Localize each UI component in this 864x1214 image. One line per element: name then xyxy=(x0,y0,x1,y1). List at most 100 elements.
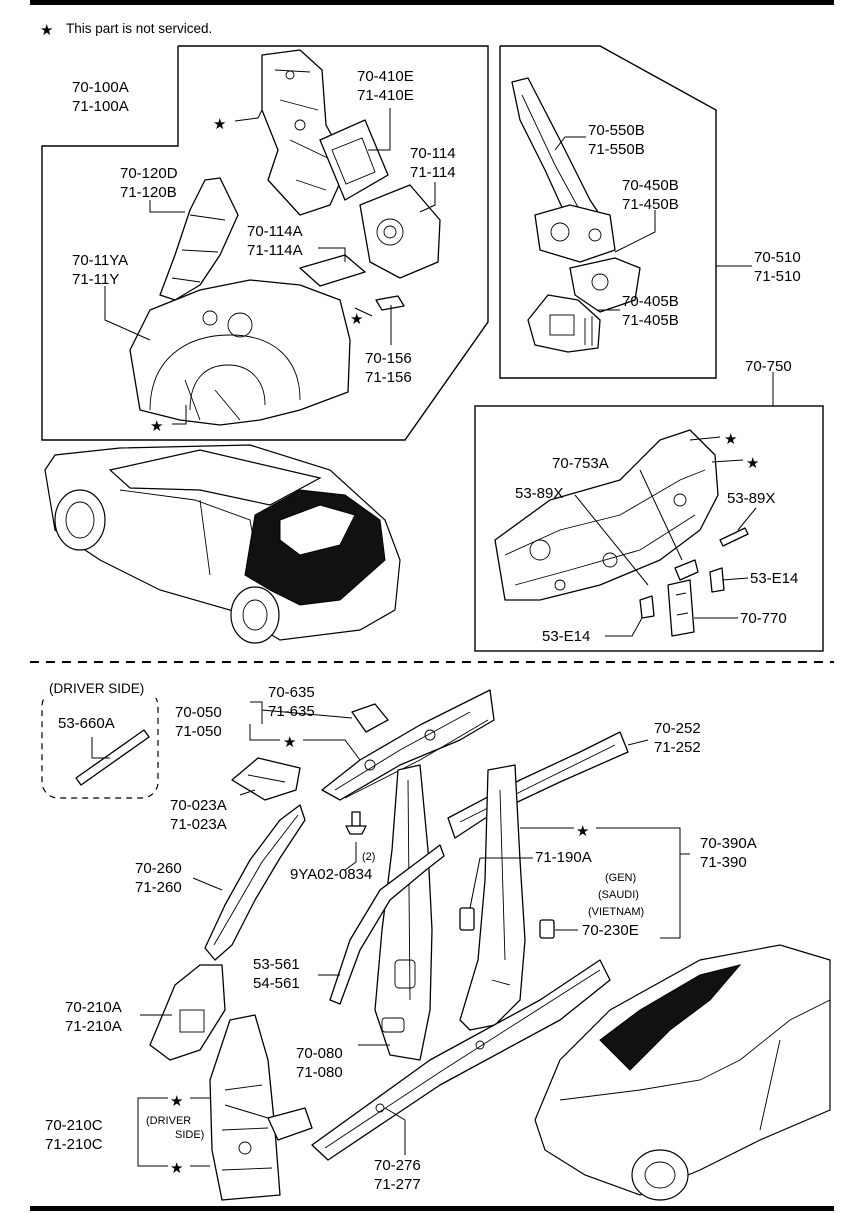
part-rear-panel-750 xyxy=(494,429,719,601)
part-label: 71-277 xyxy=(374,1176,421,1193)
part-roof-rail-050 xyxy=(321,689,495,801)
part-pillar-260 xyxy=(204,804,306,961)
part-label: 71-260 xyxy=(135,879,182,896)
part-label: 71-114 xyxy=(410,164,456,181)
car-rear-illustration xyxy=(44,444,401,644)
part-label: 70-230E xyxy=(582,922,639,939)
bottom-rule xyxy=(30,1206,834,1211)
part-label: (VIETNAM) xyxy=(588,906,644,918)
part-label: 70-050 xyxy=(175,704,222,721)
part-label: 71-023A xyxy=(170,816,227,833)
driver-side-box: (DRIVER SIDE) 53-660A xyxy=(41,678,159,799)
part-label: 71-410E xyxy=(357,87,414,104)
rear-quarter-group: ★ ★ ★ 70-100A 71-100A 70-410E 71-410E 70… xyxy=(41,45,489,441)
part-bracket-023a xyxy=(231,757,301,801)
part-label: 70-410E xyxy=(357,68,414,85)
part-quarter-inner-upper xyxy=(261,49,349,216)
side-body-group: (DRIVER SIDE) 53-660A xyxy=(41,678,831,1201)
star-icon: ★ xyxy=(724,431,737,448)
part-label: 70-510 xyxy=(754,249,801,266)
group-frame xyxy=(499,45,717,379)
star-icon: ★ xyxy=(150,418,163,435)
star-icon: ★ xyxy=(283,734,296,751)
part-label: 70-252 xyxy=(654,720,701,737)
part-label: 71-510 xyxy=(754,268,801,285)
part-label: 53-89X xyxy=(515,485,563,502)
part-pillar-120 xyxy=(159,177,239,301)
legend: ★ This part is not serviced. xyxy=(40,21,212,39)
part-label: 70-405B xyxy=(622,293,679,310)
part-side-rail-252 xyxy=(447,731,629,839)
part-clip-e14-right xyxy=(709,567,725,593)
part-panel-114 xyxy=(359,184,441,279)
part-label: SIDE) xyxy=(175,1129,204,1141)
part-weatherstrip-561 xyxy=(329,844,445,1005)
part-label: 70-114 xyxy=(410,145,456,162)
part-label: 53-561 xyxy=(253,956,300,973)
part-wheelhouse-11y xyxy=(129,279,351,426)
part-label: 70-210A xyxy=(65,999,122,1016)
part-label: 54-561 xyxy=(253,975,300,992)
part-sill-276 xyxy=(311,959,611,1161)
part-label: 70-770 xyxy=(740,610,787,627)
legend-text: This part is not serviced. xyxy=(66,21,212,36)
part-bolt-89x-right xyxy=(719,527,749,547)
part-panel-405 xyxy=(569,257,641,313)
part-label: 70-114A xyxy=(247,223,303,240)
part-label: 70-120D xyxy=(120,165,178,182)
group-frame xyxy=(41,45,489,441)
group-frame xyxy=(474,405,824,652)
part-label: 71-120B xyxy=(120,184,177,201)
part-label: (GEN) xyxy=(605,872,636,884)
car-front-illustration xyxy=(534,944,831,1201)
part-label: 70-390A xyxy=(700,835,757,852)
part-bracket-770 xyxy=(667,579,695,637)
part-bracket-410 xyxy=(319,119,389,201)
part-bracket-635 xyxy=(351,703,389,733)
part-label: 70-450B xyxy=(622,177,679,194)
star-icon: ★ xyxy=(576,823,589,840)
part-label: 71-100A xyxy=(72,98,129,115)
part-label: 70-210C xyxy=(45,1117,103,1134)
part-label: 71-635 xyxy=(268,703,315,720)
part-label: 71-550B xyxy=(588,141,645,158)
star-icon: ★ xyxy=(170,1093,183,1110)
part-label: 70-753A xyxy=(552,455,609,472)
part-label: 71-080 xyxy=(296,1064,343,1081)
part-label: 70-080 xyxy=(296,1045,343,1062)
top-rule xyxy=(30,0,834,5)
part-label: 71-210C xyxy=(45,1136,103,1153)
part-label: 71-050 xyxy=(175,723,222,740)
part-clip-156 xyxy=(375,295,405,311)
part-label: 71-114A xyxy=(247,242,303,259)
part-panel-450 xyxy=(534,204,616,263)
part-bolt-9ya02 xyxy=(345,811,367,835)
star-icon: ★ xyxy=(170,1160,183,1177)
part-label: 70-100A xyxy=(72,79,129,96)
part-label: 71-252 xyxy=(654,739,701,756)
part-label: 53-89X xyxy=(727,490,775,507)
rear-panel-group: ★ ★ 70-750 70-753A 53-89X 53-89X 53-E14 … xyxy=(474,358,824,652)
part-pillar-080 xyxy=(374,764,433,1061)
part-label: 70-11YA xyxy=(72,252,128,269)
part-clip-e14-left xyxy=(639,595,655,619)
part-label: 71-210A xyxy=(65,1018,122,1035)
part-label: 70-276 xyxy=(374,1157,421,1174)
part-label: 53-E14 xyxy=(750,570,798,587)
part-pillar-210c xyxy=(209,1014,281,1201)
part-pillar-390 xyxy=(459,764,526,1031)
part-label: 71-405B xyxy=(622,312,679,329)
part-label: 70-750 xyxy=(745,358,792,375)
part-label: 53-E14 xyxy=(542,628,590,645)
part-bracket-driver xyxy=(267,1107,313,1141)
part-inner-405b xyxy=(527,294,601,353)
part-label: 71-190A xyxy=(535,849,592,866)
part-label: (2) xyxy=(362,851,375,863)
part-panel-210a xyxy=(149,964,226,1061)
part-label: 71-390 xyxy=(700,854,747,871)
star-icon: ★ xyxy=(40,22,53,39)
part-strip-753a xyxy=(674,559,699,581)
part-label: 53-660A xyxy=(58,715,115,732)
part-label: 70-550B xyxy=(588,122,645,139)
